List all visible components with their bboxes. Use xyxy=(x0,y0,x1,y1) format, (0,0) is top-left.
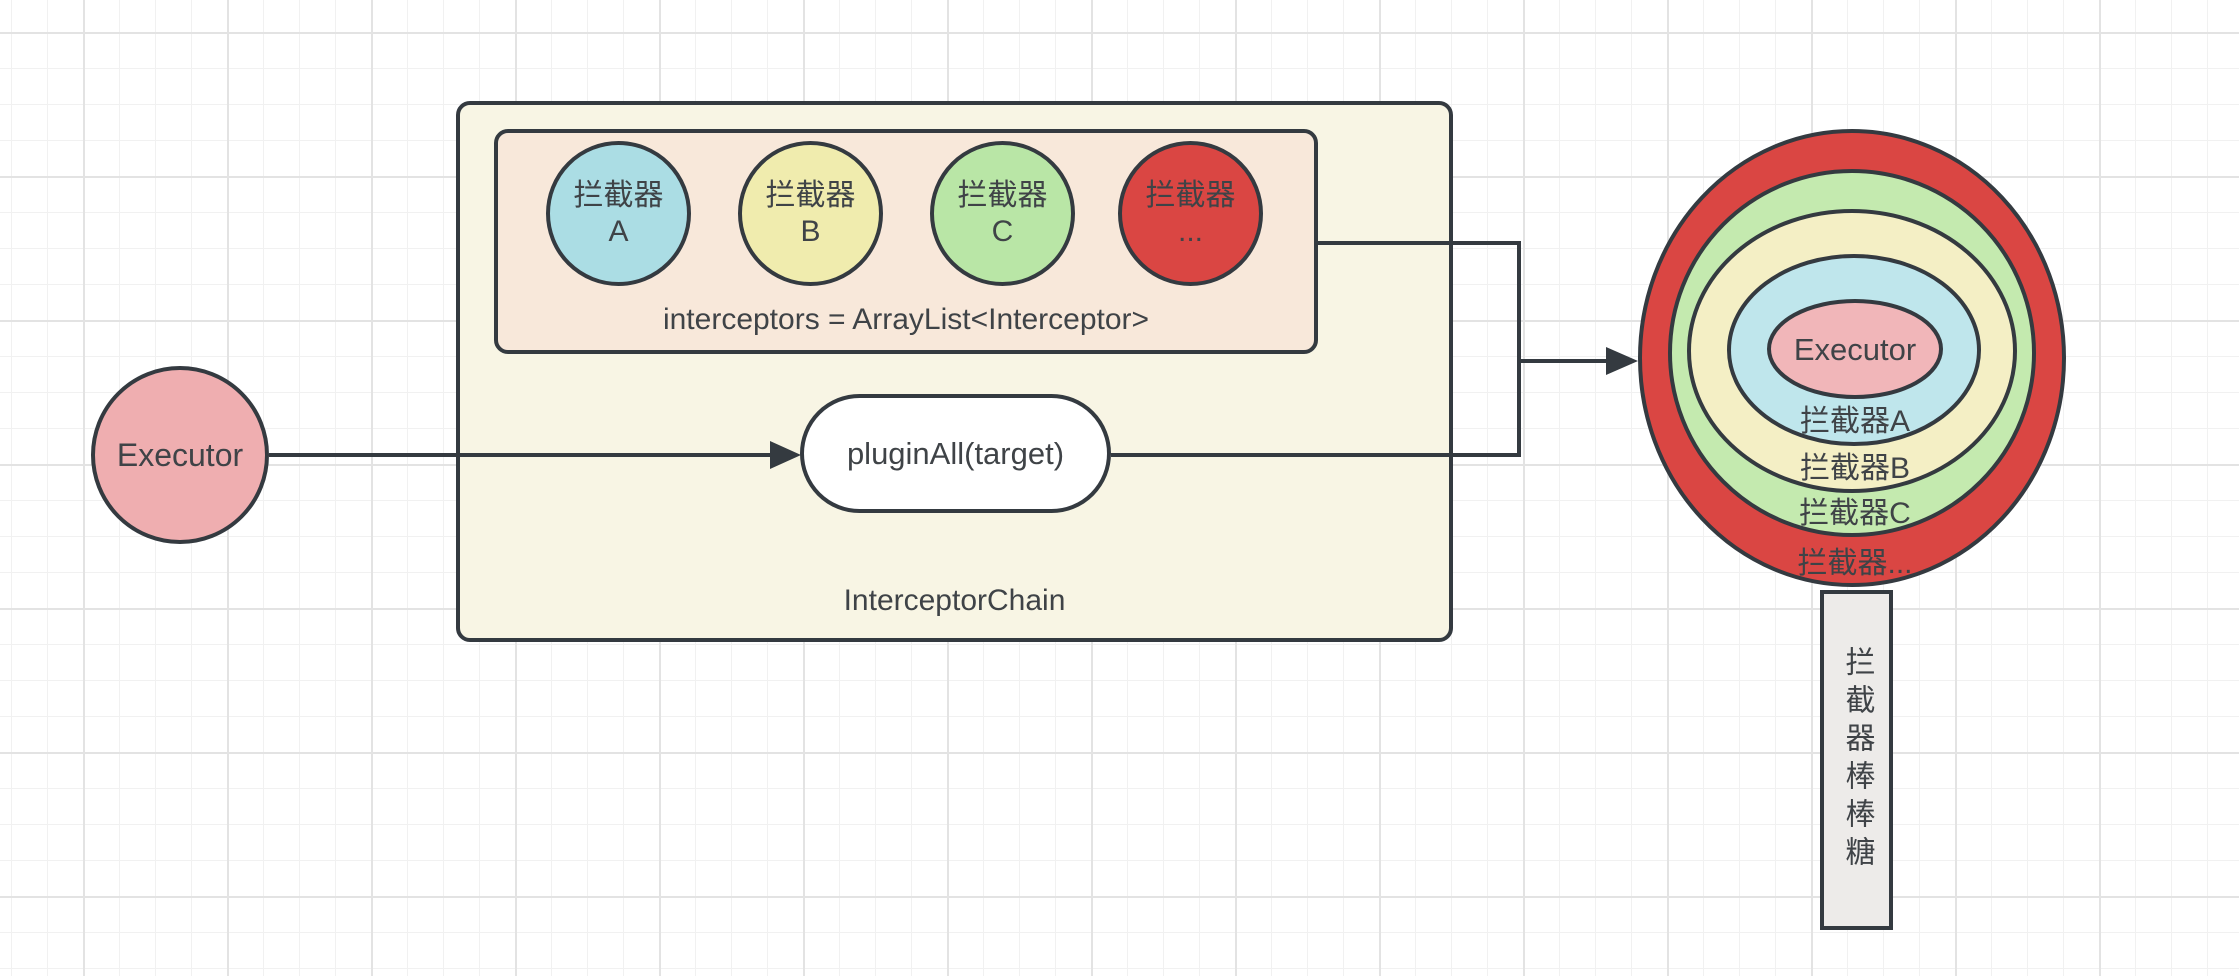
interceptor-c-node[interactable]: 拦截器 C xyxy=(930,141,1075,286)
interceptor-b-node[interactable]: 拦截器 B xyxy=(738,141,883,286)
interceptor-a-node[interactable]: 拦截器 A xyxy=(546,141,691,286)
interceptor-a-label-line1: 拦截器 xyxy=(573,178,664,212)
lollipop-center-node[interactable] xyxy=(1767,299,1943,399)
interceptor-b-label-line1: 拦截器 xyxy=(765,178,856,212)
interceptor-more-label-line2: ... xyxy=(1177,214,1203,248)
lollipop-ring-a-label: 拦截器A xyxy=(1800,405,1910,438)
interceptor-more-label-line1: 拦截器 xyxy=(1145,178,1236,212)
chain-to-lollipop-arrowhead xyxy=(1606,347,1638,375)
lollipop-center-label: Executor xyxy=(1794,332,1916,367)
lollipop-ring-c-label: 拦截器C xyxy=(1799,497,1911,530)
lollipop-ring-b-label: 拦截器B xyxy=(1800,452,1910,485)
interceptor-a-label-line2: A xyxy=(608,214,629,248)
executor-to-pluginall-arrowhead xyxy=(770,441,801,469)
interceptor-b-label-line2: B xyxy=(800,214,821,248)
chain-to-lollipop-bracket-connector[interactable] xyxy=(1111,241,1521,457)
interceptor-c-label-line2: C xyxy=(991,214,1014,248)
interceptor-more-node[interactable]: 拦截器 ... xyxy=(1118,141,1263,286)
lollipop-ring-more-label: 拦截器... xyxy=(1797,547,1912,580)
plugin-all-node[interactable]: pluginAll(target) xyxy=(800,394,1111,513)
interceptor-c-label-line1: 拦截器 xyxy=(957,178,1048,212)
